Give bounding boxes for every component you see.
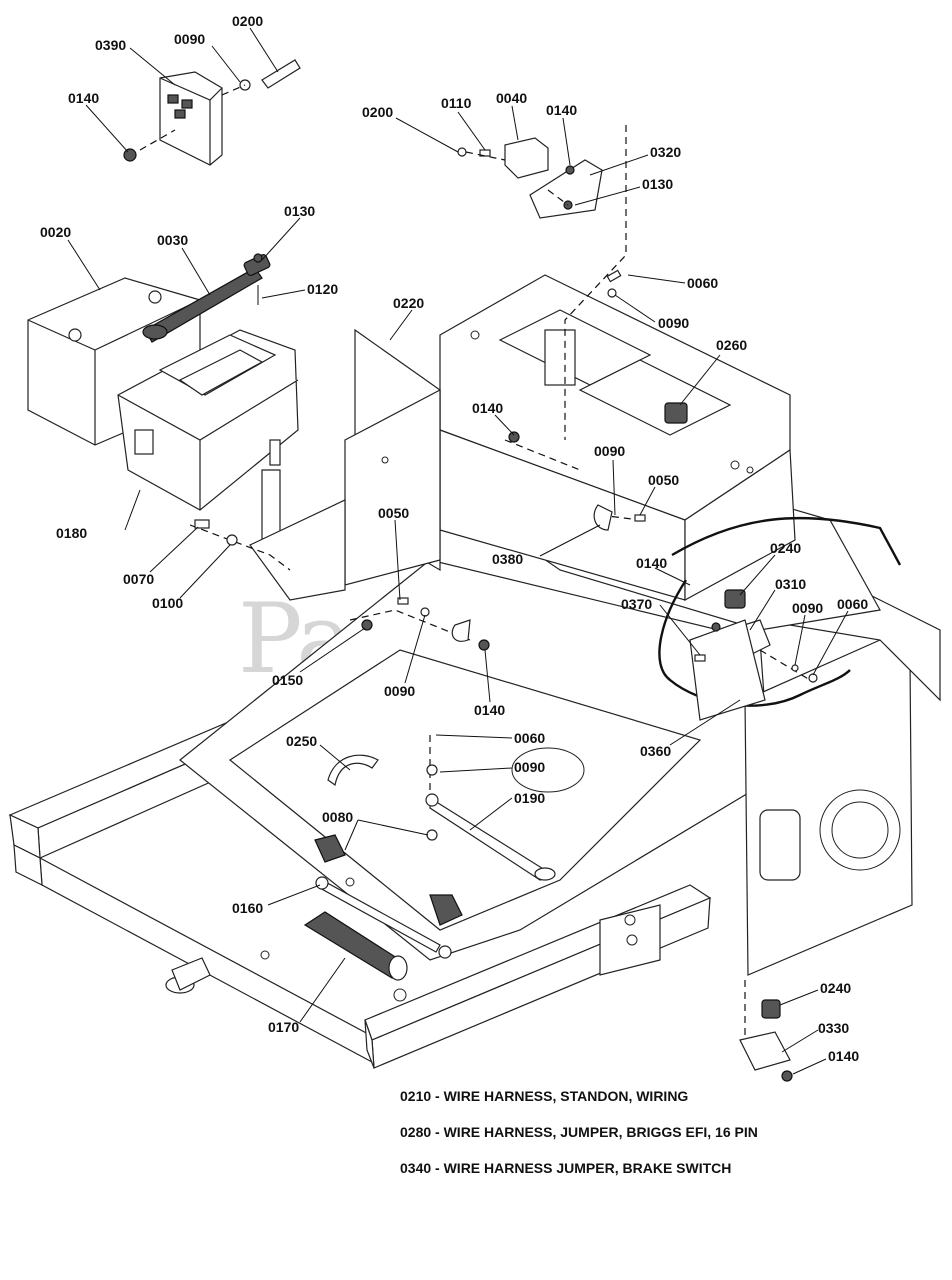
callout-0020: 0020 [40, 224, 71, 240]
note-wire-harness-standon: 0210 - WIRE HARNESS, STANDON, WIRING [400, 1088, 689, 1104]
control-tower [439, 274, 796, 602]
small-parts [194, 269, 818, 1082]
callout-0150: 0150 [272, 672, 303, 688]
callout-0090: 0090 [174, 31, 205, 47]
leader-lines [67, 27, 849, 1075]
solenoid-bracket-group [457, 137, 603, 219]
callout-0030: 0030 [157, 232, 188, 248]
callout-0140: 0140 [68, 90, 99, 106]
battery-strap-0030 [142, 253, 271, 343]
callout-0100: 0100 [152, 595, 183, 611]
callout-0050: 0050 [378, 505, 409, 521]
callout-0040: 0040 [496, 90, 527, 106]
callout-0330: 0330 [818, 1020, 849, 1036]
callout-0380: 0380 [492, 551, 523, 567]
callout-0250: 0250 [286, 733, 317, 749]
callout-0110: 0110 [441, 95, 472, 111]
callout-0170: 0170 [268, 1019, 299, 1035]
conduit-0170 [303, 911, 408, 981]
callout-0140: 0140 [546, 102, 577, 118]
callout-0140: 0140 [828, 1048, 859, 1064]
callout-0360: 0360 [640, 743, 671, 759]
callout-0320: 0320 [650, 144, 681, 160]
callout-0200: 0200 [232, 13, 263, 29]
callout-0140: 0140 [636, 555, 667, 571]
callout-0240: 0240 [770, 540, 801, 556]
callout-0240: 0240 [820, 980, 851, 996]
callout-0370: 0370 [621, 596, 652, 612]
callout-0200: 0200 [362, 104, 393, 120]
callout-0090: 0090 [658, 315, 689, 331]
callout-0260: 0260 [716, 337, 747, 353]
callout-0130: 0130 [642, 176, 673, 192]
note-wire-harness-briggs-efi: 0280 - WIRE HARNESS, JUMPER, BRIGGS EFI,… [400, 1124, 758, 1140]
battery-box-0180 [117, 329, 299, 511]
callout-0140: 0140 [474, 702, 505, 718]
callout-0190: 0190 [514, 790, 545, 806]
callout-0140: 0140 [472, 400, 503, 416]
callout-0060: 0060 [514, 730, 545, 746]
callout-0050: 0050 [648, 472, 679, 488]
callout-0180: 0180 [56, 525, 87, 541]
relay-0390 [123, 59, 301, 166]
callout-labels: 0200 0390 0090 0140 0200 0110 0040 0140 … [40, 13, 868, 1064]
note-wire-harness-brake-switch: 0340 - WIRE HARNESS JUMPER, BRAKE SWITCH [400, 1160, 732, 1176]
callout-0390: 0390 [95, 37, 126, 53]
callout-0090: 0090 [384, 683, 415, 699]
callout-0310: 0310 [775, 576, 806, 592]
callout-0060: 0060 [687, 275, 718, 291]
callout-0130: 0130 [284, 203, 315, 219]
callout-0090: 0090 [792, 600, 823, 616]
callout-0160: 0160 [232, 900, 263, 916]
callout-0080: 0080 [322, 809, 353, 825]
callout-0090: 0090 [594, 443, 625, 459]
callout-0120: 0120 [307, 281, 338, 297]
callout-0090: 0090 [514, 759, 545, 775]
callout-0070: 0070 [123, 571, 154, 587]
callout-0220: 0220 [393, 295, 424, 311]
callout-0060: 0060 [837, 596, 868, 612]
side-panel-0220 [249, 328, 441, 601]
